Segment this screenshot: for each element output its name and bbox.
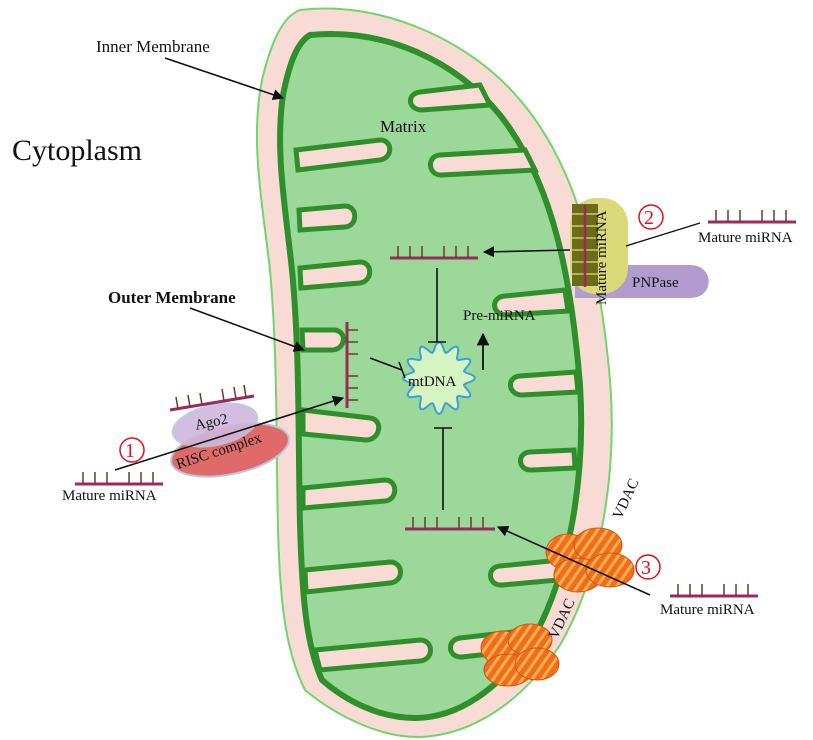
pathway-2-line bbox=[626, 223, 700, 246]
mirna-strand-3 bbox=[670, 584, 758, 596]
pathway-1-number: 1 bbox=[125, 440, 135, 462]
mtdna-label: mtDNA bbox=[408, 374, 457, 390]
pre-mirna-label: Pre-miRNA bbox=[463, 308, 536, 324]
mature-mirna-channel-label: Mature miRNA bbox=[594, 210, 610, 305]
pathway-2-number: 2 bbox=[644, 207, 654, 229]
mirna-strand-2 bbox=[708, 210, 796, 222]
pnpase-label: PNPase bbox=[632, 275, 679, 291]
pathway-3-number: 3 bbox=[641, 557, 651, 579]
vdac-upper-label: VDAC bbox=[610, 476, 642, 521]
mature-mirna-1-label: Mature miRNA bbox=[62, 488, 157, 504]
risc-ago2-complex: Ago2 RISC complex bbox=[166, 385, 293, 486]
mirna-strand-1 bbox=[75, 472, 163, 484]
inner-membrane-label: Inner Membrane bbox=[96, 37, 210, 56]
matrix-label: Matrix bbox=[380, 117, 427, 136]
outer-membrane-label: Outer Membrane bbox=[108, 288, 236, 307]
cytoplasm-label: Cytoplasm bbox=[12, 134, 142, 167]
mature-mirna-2-label: Mature miRNA bbox=[698, 230, 793, 246]
mature-mirna-3-label: Mature miRNA bbox=[660, 602, 755, 618]
